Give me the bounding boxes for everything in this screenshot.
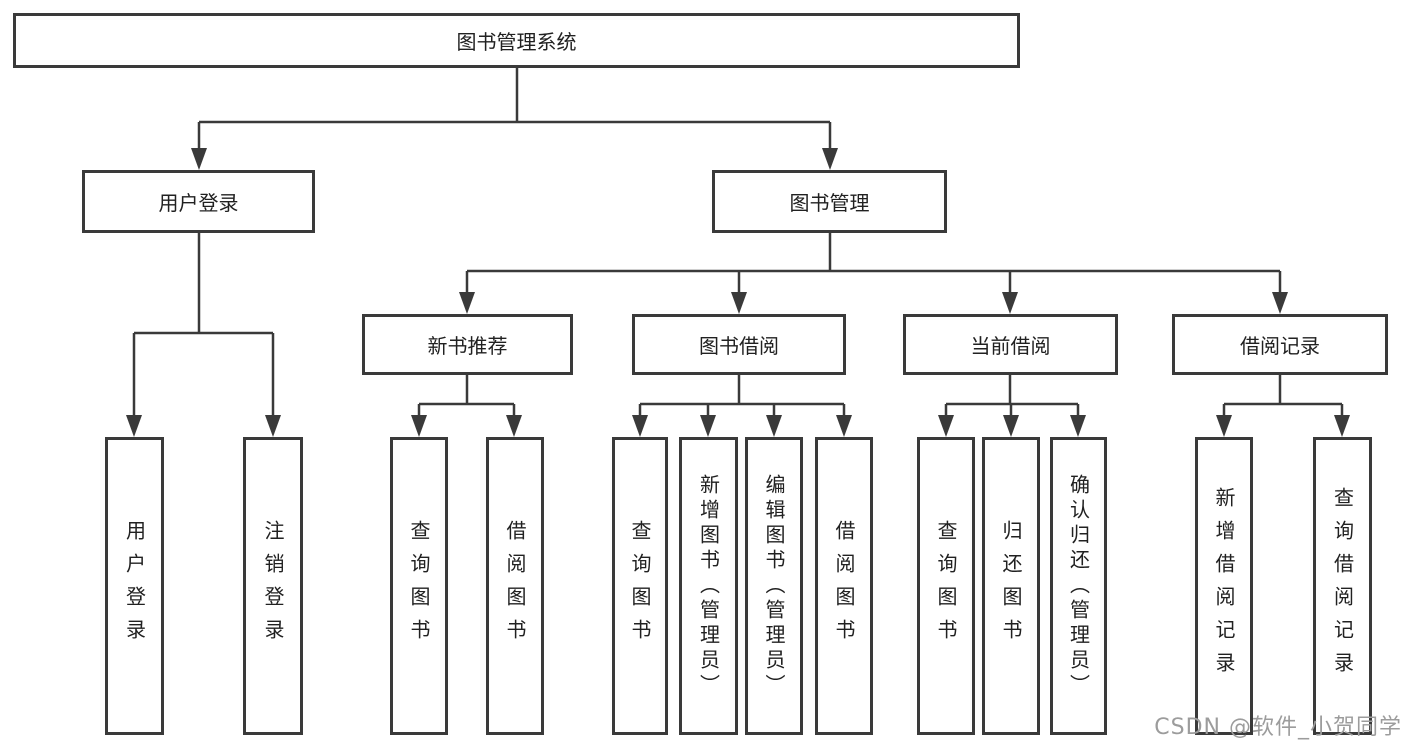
node-query-books-current: 查询图书: [917, 437, 975, 735]
node-label: 图书管理系统: [456, 30, 577, 54]
node-label: 新书推荐: [427, 334, 508, 358]
node-library-system: 图书管理系统: [13, 13, 1020, 68]
node-new-book-recommendation: 新书推荐: [362, 314, 573, 375]
node-label: 编辑图书（管理员）: [762, 473, 786, 699]
node-return-books: 归还图书: [982, 437, 1040, 735]
node-label: 查询图书: [934, 520, 958, 652]
node-borrow-books: 借阅图书: [815, 437, 873, 735]
node-label: 查询图书: [407, 520, 431, 652]
node-label: 借阅记录: [1240, 334, 1320, 358]
node-label: 注销登录: [261, 520, 285, 652]
node-label: 确认归还（管理员）: [1066, 473, 1091, 699]
node-label: 借阅图书: [832, 520, 856, 652]
node-add-book-admin: 新增图书（管理员）: [679, 437, 738, 735]
node-query-books-recommend: 查询图书: [390, 437, 448, 735]
node-logout: 注销登录: [243, 437, 303, 735]
csdn-watermark: CSDN @软件_小贺同学: [1154, 715, 1402, 740]
node-borrowing-records: 借阅记录: [1172, 314, 1388, 375]
node-book-management: 图书管理: [712, 170, 947, 233]
node-label: 查询图书: [628, 520, 652, 652]
node-label: 用户登录: [122, 520, 147, 652]
node-label: 新增图书（管理员）: [696, 473, 721, 699]
node-add-borrow-record: 新增借阅记录: [1195, 437, 1253, 735]
node-label: 归还图书: [999, 520, 1023, 652]
node-current-borrowing: 当前借阅: [903, 314, 1118, 375]
node-label: 图书借阅: [699, 334, 779, 358]
node-label: 用户登录: [158, 191, 239, 215]
node-query-books-borrowing: 查询图书: [612, 437, 668, 735]
node-borrow-books-recommend: 借阅图书: [486, 437, 544, 735]
node-label: 借阅图书: [503, 520, 527, 652]
node-edit-book-admin: 编辑图书（管理员）: [745, 437, 803, 735]
node-confirm-return-admin: 确认归还（管理员）: [1050, 437, 1107, 735]
node-label: 新增借阅记录: [1212, 487, 1236, 685]
node-label: 当前借阅: [970, 334, 1051, 358]
node-book-borrowing: 图书借阅: [632, 314, 846, 375]
node-user-login: 用户登录: [82, 170, 315, 233]
node-query-borrow-record: 查询借阅记录: [1313, 437, 1372, 735]
node-user-login-leaf: 用户登录: [105, 437, 164, 735]
node-label: 查询借阅记录: [1330, 487, 1355, 685]
node-label: 图书管理: [789, 191, 870, 215]
